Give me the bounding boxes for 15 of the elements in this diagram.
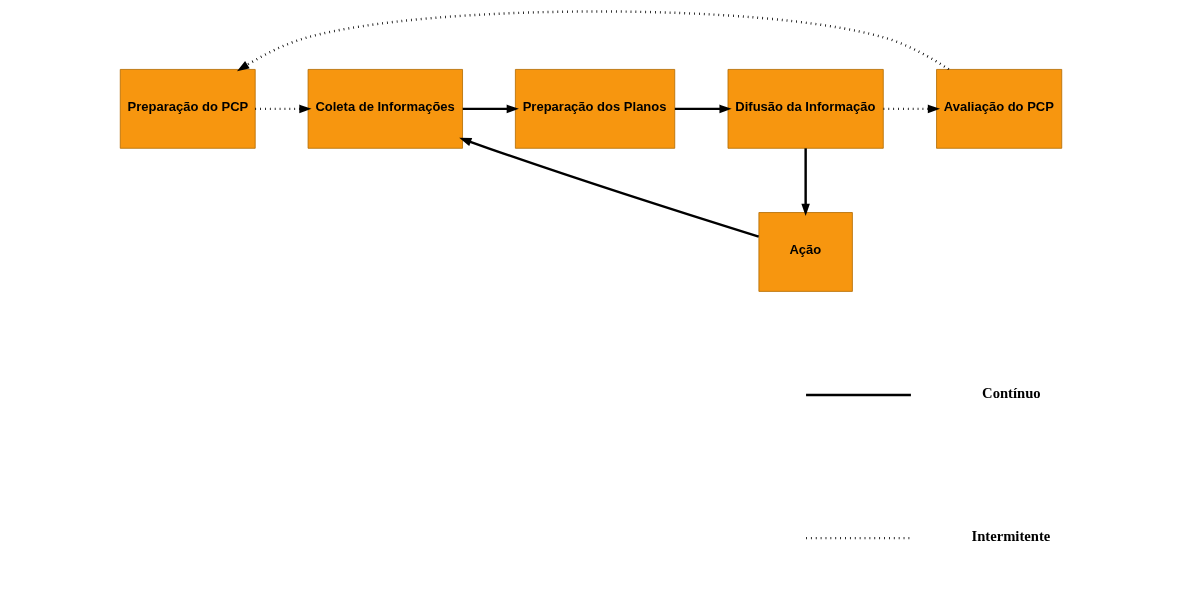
arrow bbox=[883, 104, 941, 114]
arrow bbox=[462, 104, 519, 114]
node-box: Preparação dos Planos bbox=[515, 69, 676, 149]
arrow bbox=[255, 104, 312, 114]
legend-label: Intermitente bbox=[971, 527, 1051, 544]
node-box: Coleta de Informações bbox=[307, 69, 463, 149]
arrow bbox=[674, 104, 732, 114]
arrow bbox=[801, 148, 810, 216]
node-box: Ação bbox=[758, 212, 853, 292]
node-box: Preparação do PCP bbox=[119, 69, 256, 149]
node-box: Difusão da Informação bbox=[727, 69, 884, 149]
arrow bbox=[237, 10, 950, 72]
arrow bbox=[459, 137, 760, 238]
node-box: Avaliação do PCP bbox=[936, 69, 1063, 149]
legend-label: Contínuo bbox=[982, 384, 1041, 401]
